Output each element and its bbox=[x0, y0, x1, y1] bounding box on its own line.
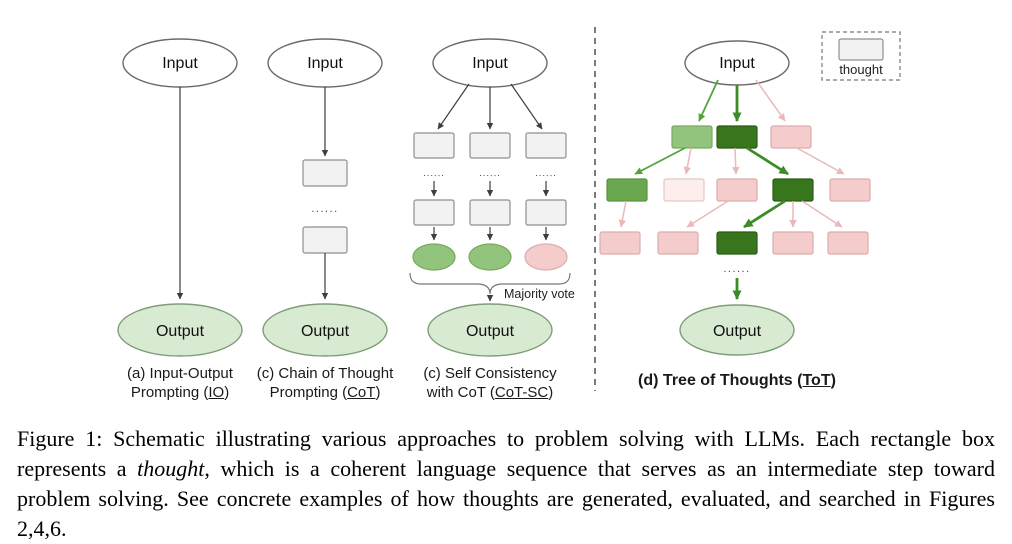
tot-edge-green bbox=[634, 147, 686, 175]
cotsc-abbrev-link: CoT-SC bbox=[494, 384, 549, 402]
panel-tot: Input thought bbox=[599, 31, 901, 356]
tot-edge-green-bold bbox=[743, 199, 786, 229]
cot-output-ellipse bbox=[262, 303, 388, 357]
tot-edge-pink bbox=[796, 147, 845, 175]
thought-legend-box bbox=[821, 31, 901, 81]
cotsc-thought-box bbox=[469, 199, 511, 226]
tot-edge-pink bbox=[801, 200, 843, 228]
cot-output-label: Output bbox=[301, 323, 350, 340]
figure-diagram: Input Output Input ...... Output Input bbox=[117, 27, 901, 391]
panel-io: Input Output bbox=[117, 38, 243, 357]
cot-thought-box-1 bbox=[302, 159, 348, 187]
panel-cotsc: Input ...... ...... ...... Majority bbox=[409, 38, 575, 357]
thought-legend-swatch bbox=[838, 38, 884, 61]
panel-io-caption-line1: (a) Input-Output bbox=[127, 365, 233, 382]
tot-output-label: Output bbox=[713, 323, 762, 340]
majority-vote-brace bbox=[409, 272, 571, 295]
cot-input-label: Input bbox=[307, 55, 343, 72]
cotsc-thought-box bbox=[413, 199, 455, 226]
tot-edge-pink bbox=[755, 79, 786, 122]
tot-node-faint-pink bbox=[663, 178, 705, 202]
tot-edge-pink bbox=[618, 200, 627, 228]
tot-node-light-green bbox=[671, 125, 713, 149]
cotsc-dots: ...... bbox=[423, 168, 445, 179]
panel-io-caption: (a) Input-Output Prompting (IO) bbox=[95, 364, 265, 402]
io-output-label: Output bbox=[156, 323, 205, 340]
cot-abbrev-link: CoT bbox=[347, 384, 376, 402]
tot-abbrev-link: ToT bbox=[802, 372, 831, 389]
figure-caption: Figure 1: Schematic illustrating various… bbox=[17, 426, 995, 541]
panel-cot: Input ...... Output bbox=[262, 38, 388, 357]
tot-node-pink bbox=[716, 178, 758, 202]
panel-cotsc-caption-line2: with CoT (CoT-SC) bbox=[426, 384, 554, 402]
panel-cot-caption: (c) Chain of Thought Prompting (CoT) bbox=[240, 364, 410, 402]
cotsc-thought-box bbox=[469, 132, 511, 159]
tot-node-pink bbox=[657, 231, 699, 255]
tot-output-ellipse bbox=[679, 304, 795, 356]
panel-tot-caption: (d) Tree of Thoughts (ToT) bbox=[638, 372, 836, 389]
tot-node-pink bbox=[772, 231, 814, 255]
cotsc-output-label: Output bbox=[466, 323, 515, 340]
panel-cotsc-caption: (c) Self Consistency with CoT (CoT-SC) bbox=[400, 364, 580, 402]
majority-vote-label: Majority vote bbox=[504, 287, 575, 301]
tot-edge-green-bold bbox=[746, 146, 789, 176]
cotsc-branch-arrow-left bbox=[437, 83, 470, 130]
tot-node-dark-green bbox=[772, 178, 814, 202]
tot-node-pink bbox=[770, 125, 812, 149]
thought-legend-label: thought bbox=[839, 62, 883, 77]
cotsc-output-ellipse bbox=[427, 303, 553, 357]
cot-thought-box-2 bbox=[302, 226, 348, 254]
tot-node-mid-green bbox=[606, 178, 648, 202]
panel-io-caption-line2: Prompting (IO) bbox=[130, 384, 230, 402]
io-abbrev-link: IO bbox=[208, 384, 225, 402]
cotsc-thought-box bbox=[525, 199, 567, 226]
cot-dots: ...... bbox=[311, 203, 338, 215]
io-output-ellipse bbox=[117, 303, 243, 357]
cotsc-answer-ellipse-green bbox=[468, 243, 512, 271]
cotsc-branch-arrow-right bbox=[510, 83, 543, 130]
panel-cot-caption-line2: Prompting (CoT) bbox=[269, 384, 381, 402]
cotsc-answer-ellipse-pink bbox=[524, 243, 568, 271]
io-input-label: Input bbox=[162, 55, 198, 72]
tot-node-pink bbox=[599, 231, 641, 255]
tot-edge-green bbox=[698, 79, 719, 122]
panel-cotsc-caption-line1: (c) Self Consistency bbox=[423, 365, 557, 382]
cotsc-dots: ...... bbox=[535, 168, 557, 179]
tot-edge-pink bbox=[686, 200, 729, 228]
tot-node-dark-green bbox=[716, 231, 758, 255]
tot-node-dark-green bbox=[716, 125, 758, 149]
tot-edge-pink bbox=[683, 147, 692, 175]
cotsc-dots: ...... bbox=[479, 168, 501, 179]
tot-node-pink bbox=[827, 231, 869, 255]
cotsc-thought-box bbox=[525, 132, 567, 159]
tot-node-pink bbox=[829, 178, 871, 202]
tot-input-label: Input bbox=[719, 55, 755, 72]
tot-dots: ...... bbox=[723, 263, 750, 275]
panel-cot-caption-line1: (c) Chain of Thought bbox=[256, 365, 394, 382]
cotsc-input-label: Input bbox=[472, 55, 508, 72]
cotsc-answer-ellipse-green bbox=[412, 243, 456, 271]
caption-italic-thought: thought bbox=[137, 455, 205, 481]
cotsc-thought-box bbox=[413, 132, 455, 159]
tot-edge-pink bbox=[732, 147, 740, 175]
